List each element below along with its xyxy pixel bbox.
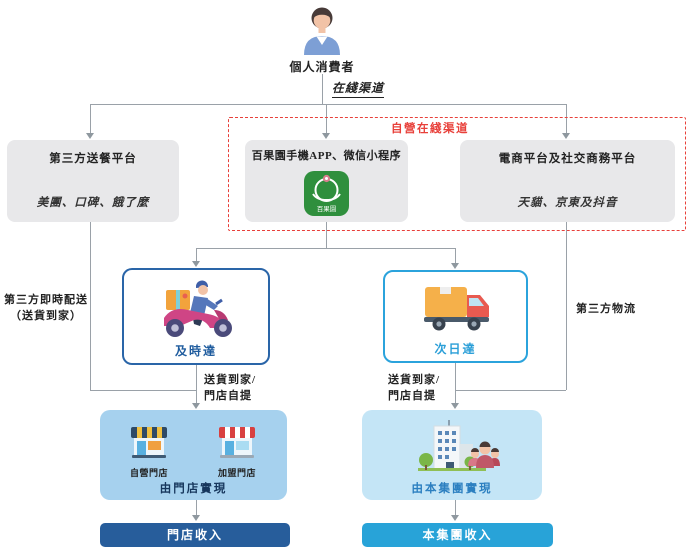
ecommerce-title: 電商平台及社交商務平台 — [498, 153, 637, 165]
right-side-note: 第三方物流 — [576, 303, 636, 315]
franchise-store-icon — [219, 427, 255, 458]
group-headquarters-icon — [418, 420, 500, 471]
third-party-delivery-examples: 美團、口碑、餓了麼 — [36, 197, 150, 209]
self-operated-zone — [228, 117, 686, 231]
consumer-label: 個人消費者 — [289, 60, 355, 74]
arrowhead — [562, 133, 570, 139]
arrowhead — [192, 403, 200, 409]
delivery-scooter-icon — [164, 280, 232, 337]
delivery-truck-icon — [424, 287, 489, 331]
connector-group-down — [455, 500, 456, 517]
arrowhead — [86, 133, 94, 139]
franchise-store-label: 加盟門店 — [217, 468, 256, 478]
group-fulfillment-panel: 由本集團實現 — [362, 410, 542, 500]
left-fulfillment-line2: 門店自提 — [204, 390, 252, 402]
instant-delivery-label: 及時達 — [174, 344, 217, 358]
connector-right-merge — [455, 390, 566, 391]
arrowhead — [451, 263, 459, 269]
consumer-avatar-icon — [304, 7, 340, 55]
arrowhead — [192, 515, 200, 521]
connector-consumer-down — [322, 74, 323, 104]
right-fulfillment-label: 送貨到家/ 門店自提 — [388, 372, 450, 404]
left-fulfillment-label: 送貨到家/ 門店自提 — [204, 372, 274, 404]
own-store-label: 自營門店 — [129, 468, 168, 478]
connector-drop-nextday — [455, 248, 456, 264]
connector-left-long — [90, 222, 91, 390]
connector-drop-instant — [196, 248, 197, 262]
connector-drop-right — [566, 104, 567, 134]
connector-mode-rail — [196, 248, 455, 249]
instant-delivery-box: 及時達 — [122, 268, 270, 365]
left-side-note: 第三方即時配送 （送貨到家） — [0, 292, 92, 324]
connector-app-down — [326, 222, 327, 248]
online-channel-label: 在綫渠道 — [332, 79, 385, 98]
connector-right-long — [566, 222, 567, 390]
arrowhead — [451, 403, 459, 409]
third-party-delivery-title: 第三方送餐平台 — [49, 153, 137, 165]
arrowhead — [192, 261, 200, 267]
group-people-icon — [468, 441, 500, 468]
own-store-icon — [131, 427, 167, 458]
connector-stores-down — [196, 500, 197, 517]
own-app-box: 百果園手機APP、微信小程序 百果園 — [245, 140, 408, 222]
third-party-delivery-platforms-box: 第三方送餐平台 美團、口碑、餓了麼 — [7, 140, 179, 222]
store-revenue-box: 門店收入 — [100, 523, 290, 547]
ecommerce-examples: 天貓、京東及抖音 — [517, 197, 618, 209]
group-caption: 由本集團實現 — [411, 483, 493, 495]
connector-drop-mid — [326, 104, 327, 134]
left-side-note-line2: （送貨到家） — [10, 310, 82, 322]
connector-top-rail — [90, 104, 566, 105]
connector-left-merge — [90, 390, 196, 391]
self-operated-zone-label: 自營在綫渠道 — [391, 123, 469, 135]
left-fulfillment-line1: 送貨到家/ — [204, 374, 257, 386]
next-day-delivery-label: 次日達 — [434, 342, 477, 356]
right-fulfillment-line2: 門店自提 — [388, 390, 436, 402]
arrowhead — [322, 133, 330, 139]
own-app-title: 百果園手機APP、微信小程序 — [251, 150, 402, 162]
group-revenue-box: 本集團收入 — [362, 523, 553, 547]
pagoda-app-icon: 百果園 — [304, 171, 349, 216]
connector-instant-down — [196, 365, 197, 405]
left-side-note-line1: 第三方即時配送 — [4, 294, 88, 306]
svg-text:百果園: 百果園 — [317, 205, 337, 213]
stores-caption: 由門店實現 — [159, 483, 228, 495]
connector-drop-left — [90, 104, 91, 134]
ecommerce-platforms-box: 電商平台及社交商務平台 天貓、京東及抖音 — [460, 140, 675, 222]
connector-nextday-down — [455, 363, 456, 405]
arrowhead — [451, 515, 459, 521]
stores-fulfillment-panel: 自營門店 加盟門店 由門店實現 — [100, 410, 287, 500]
next-day-delivery-box: 次日達 — [383, 270, 528, 363]
right-fulfillment-line1: 送貨到家/ — [388, 374, 441, 386]
